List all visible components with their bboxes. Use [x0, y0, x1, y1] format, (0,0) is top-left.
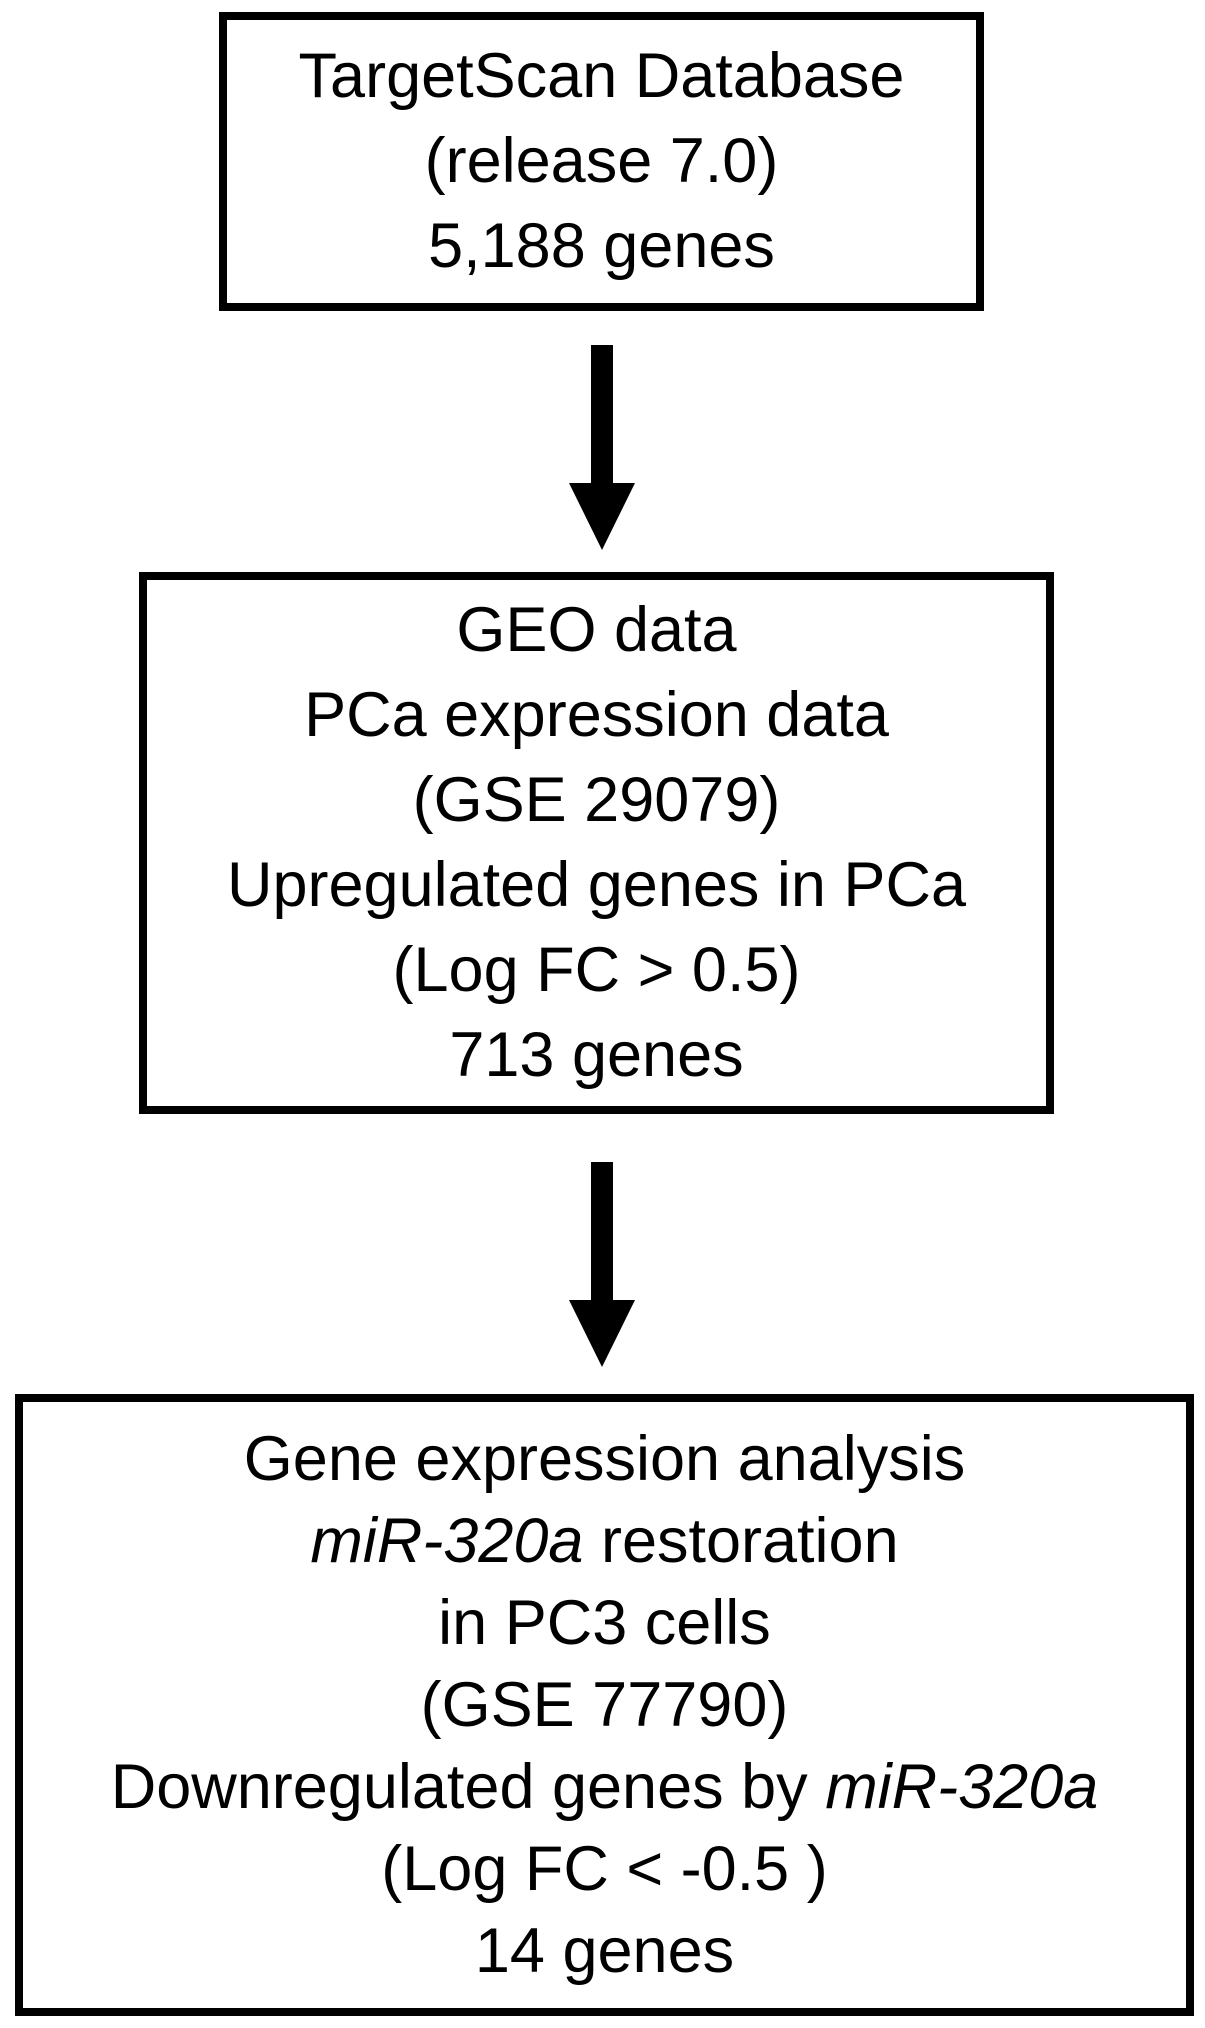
- text-segment: 14 genes: [474, 1916, 735, 1986]
- text-line: 14 genes: [475, 1910, 734, 1992]
- text-line: miR-320a restoration: [310, 1500, 898, 1582]
- text-segment: 713 genes: [449, 1020, 744, 1090]
- italic-text-segment: miR-320a: [310, 1506, 584, 1576]
- text-segment: (GSE 77790): [420, 1670, 789, 1740]
- text-line: GEO data: [456, 588, 736, 673]
- text-segment: Downregulated genes by: [110, 1752, 826, 1822]
- text-line: PCa expression data: [304, 673, 889, 758]
- text-segment: restoration: [583, 1506, 899, 1576]
- text-segment: (GSE 29079): [412, 765, 781, 835]
- text-line: Upregulated genes in PCa: [227, 843, 966, 928]
- text-line: (GSE 77790): [421, 1664, 789, 1746]
- text-segment: PCa expression data: [304, 680, 889, 750]
- text-line: (Log FC < -0.5 ): [381, 1828, 827, 1910]
- text-segment: 5,188 genes: [428, 211, 775, 281]
- text-segment: GEO data: [456, 595, 737, 665]
- text-line: (GSE 29079): [413, 758, 781, 843]
- italic-text-segment: miR-320a: [825, 1752, 1099, 1822]
- down-arrow-icon: [569, 345, 635, 550]
- text-segment: Upregulated genes in PCa: [227, 850, 966, 920]
- text-line: Gene expression analysis: [244, 1418, 965, 1500]
- text-line: 5,188 genes: [428, 204, 775, 289]
- text-segment: TargetScan Database: [298, 41, 905, 111]
- text-line: (Log FC > 0.5): [393, 928, 801, 1013]
- text-segment: (release 7.0): [424, 126, 779, 196]
- text-segment: (Log FC > 0.5): [392, 935, 801, 1005]
- text-line: in PC3 cells: [438, 1582, 771, 1664]
- text-line: TargetScan Database: [299, 34, 905, 119]
- down-arrow-icon: [569, 1162, 635, 1367]
- text-line: Downregulated genes by miR-320a: [111, 1746, 1099, 1828]
- text-line: (release 7.0): [425, 119, 779, 204]
- text-segment: (Log FC < -0.5 ): [381, 1834, 828, 1904]
- text-line: 713 genes: [449, 1013, 743, 1098]
- targetscan-database-box: TargetScan Database (release 7.0) 5,188 ge…: [219, 12, 984, 311]
- text-segment: Gene expression analysis: [243, 1424, 966, 1494]
- text-segment: in PC3 cells: [438, 1588, 771, 1658]
